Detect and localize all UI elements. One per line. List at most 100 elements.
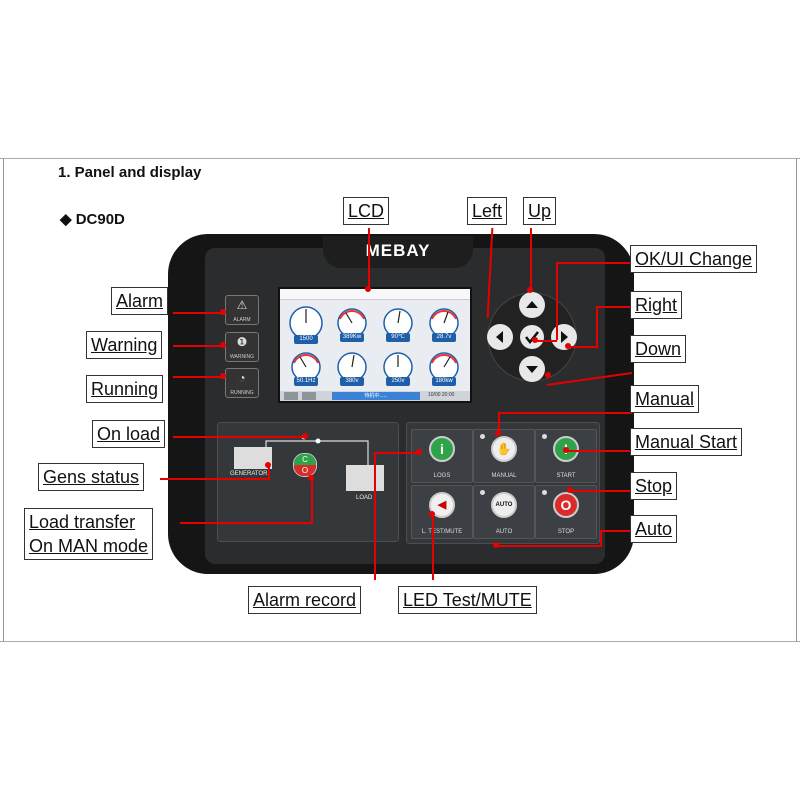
leader-dot: [495, 430, 501, 436]
key-label: L. TEST/MUTE: [421, 529, 463, 535]
transfer-panel: GENERATOR LOAD C O: [217, 422, 399, 542]
callout-stop: Stop: [630, 472, 678, 500]
up-arrow-icon: [526, 301, 538, 308]
leader-line: [173, 312, 223, 314]
leader-line: [268, 466, 270, 480]
callout-auto: Auto: [630, 515, 678, 543]
down-button[interactable]: [518, 355, 546, 383]
transfer-co-button[interactable]: C O: [293, 453, 317, 477]
leader-line: [374, 452, 420, 454]
lcd-soft-button: [302, 392, 316, 400]
alarm-indicator: ⚠ ALARM: [225, 295, 259, 325]
indicator-label: RUNNING: [230, 390, 254, 396]
leader-dot: [220, 342, 226, 348]
callout-lcd: LCD: [343, 197, 390, 225]
lcd-tab-bar: [280, 289, 470, 300]
callout-ok-ui-change: OK/UI Change: [630, 245, 758, 273]
leader-line: [556, 262, 558, 340]
key-label: STOP: [557, 529, 575, 535]
callout-down: Down: [630, 335, 687, 363]
leader-dot: [567, 487, 573, 493]
leader-dot: [308, 475, 314, 481]
leader-line: [173, 376, 223, 378]
callout-up: Up: [523, 197, 557, 225]
led-test-mute-button[interactable]: ◀ L. TEST/MUTE: [411, 485, 473, 539]
check-icon: [525, 331, 539, 345]
auto-button[interactable]: AUTO AUTO: [473, 485, 535, 539]
leader-line: [173, 345, 223, 347]
key-label: MANUAL: [491, 473, 517, 479]
manual-led: [480, 434, 485, 439]
auto-led: [480, 490, 485, 495]
key-label: LOGS: [433, 473, 451, 479]
leader-dot: [365, 286, 371, 292]
exclamation-icon: ❶: [236, 335, 248, 349]
callout-alarm-record: Alarm record: [248, 586, 362, 614]
bell-icon: ⚠: [236, 298, 248, 312]
leader-dot: [563, 447, 569, 453]
gauge-value: 389Kw: [340, 333, 364, 342]
leader-line: [498, 412, 632, 414]
leader-line: [535, 340, 557, 342]
leader-line: [160, 478, 270, 480]
leader-line: [566, 450, 632, 452]
leader-dot: [220, 309, 226, 315]
leader-line: [180, 522, 312, 524]
leader-line: [570, 490, 632, 492]
brand-logo: MEBAY: [323, 236, 473, 268]
indicator-label: WARNING: [230, 354, 254, 360]
callout-right: Right: [630, 291, 683, 319]
leader-line: [568, 346, 598, 348]
running-indicator: ◔ RUNNING: [225, 368, 259, 398]
key-label: START: [556, 473, 576, 479]
leader-dot: [416, 449, 422, 455]
left-button[interactable]: [486, 323, 514, 351]
stop-led: [542, 490, 547, 495]
gauge-value: 90℃: [386, 333, 410, 342]
load-label: LOAD: [356, 495, 373, 501]
leader-dot: [302, 433, 308, 439]
generator-label: GENERATOR: [230, 471, 268, 477]
callout-gens-status: Gens status: [38, 463, 145, 491]
figure-frame: [0, 158, 800, 642]
leader-line: [530, 228, 532, 290]
leader-line: [368, 228, 370, 290]
leader-dot: [265, 462, 271, 468]
callout-running: Running: [86, 375, 164, 403]
leader-line: [432, 514, 434, 580]
leader-line: [498, 412, 500, 434]
up-button[interactable]: [518, 291, 546, 319]
callout-manual-start: Manual Start: [630, 428, 743, 456]
leader-dot: [527, 287, 533, 293]
leader-line: [374, 452, 376, 580]
callout-alarm: Alarm: [111, 287, 169, 315]
lcd-status-bar: 待机中......: [332, 392, 420, 400]
transfer-diagram: [234, 434, 384, 491]
lcd-soft-button: [284, 392, 298, 400]
auto-icon: AUTO: [491, 492, 517, 518]
leader-dot: [532, 337, 538, 343]
manual-button[interactable]: ✋ MANUAL: [473, 429, 535, 483]
lcd-screen: 1500 389Kw 90℃ 28.7v 50.1Hz 380v 250v 18…: [278, 287, 472, 403]
callout-left: Left: [467, 197, 508, 225]
left-arrow-icon: [496, 331, 503, 343]
start-button[interactable]: I START: [535, 429, 597, 483]
speaker-mute-icon: ◀: [429, 492, 455, 518]
callout-manual: Manual: [630, 385, 700, 413]
logs-button[interactable]: i LOGS: [411, 429, 473, 483]
leader-line: [311, 478, 313, 524]
model-name: ◆ DC90D: [60, 211, 125, 228]
leader-line: [596, 306, 598, 348]
leader-dot: [493, 542, 499, 548]
leader-line: [496, 545, 602, 547]
leader-line: [596, 306, 632, 308]
gauge-value: 380v: [340, 377, 364, 386]
callout-warning: Warning: [86, 331, 163, 359]
stop-icon: O: [553, 492, 579, 518]
stop-button[interactable]: O STOP: [535, 485, 597, 539]
down-arrow-icon: [526, 366, 538, 373]
callout-led-test-mute: LED Test/MUTE: [398, 586, 537, 614]
key-label: AUTO: [495, 529, 513, 535]
timer-icon: ◔: [238, 371, 246, 385]
